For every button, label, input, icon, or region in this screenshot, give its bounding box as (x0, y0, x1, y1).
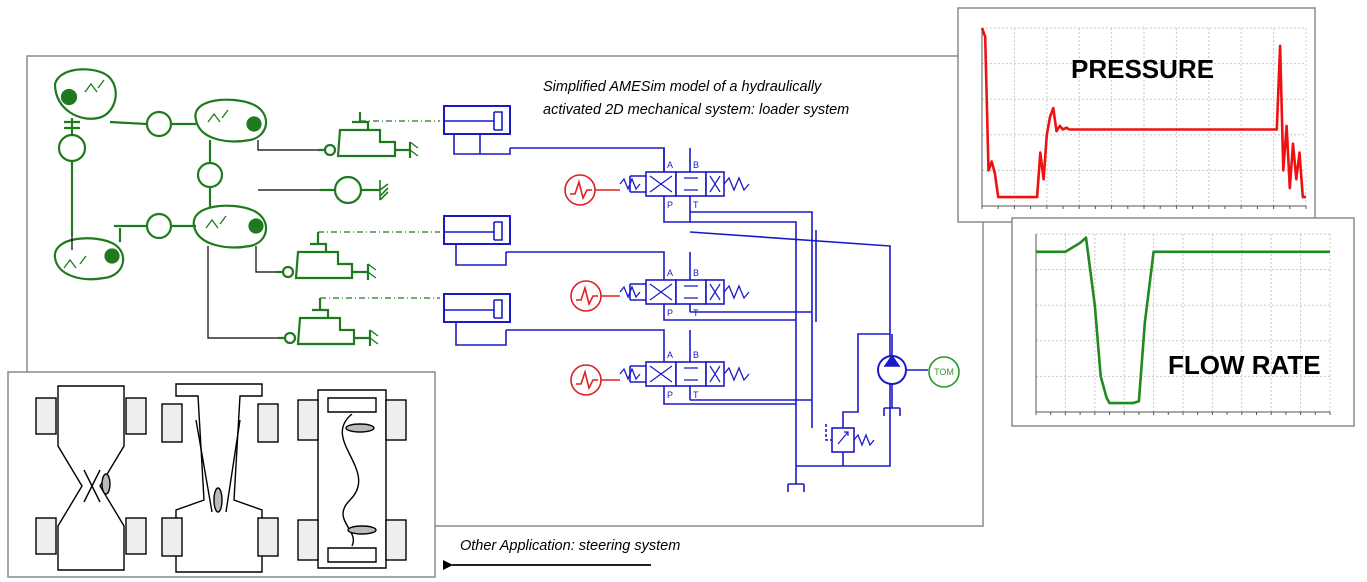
svg-text:B: B (693, 350, 699, 360)
steering-panel (7, 371, 436, 578)
svg-text:P: P (667, 200, 673, 210)
svg-text:B: B (693, 268, 699, 278)
svg-text:A: A (667, 350, 673, 360)
pressure-chart-title: PRESSURE (1071, 54, 1214, 84)
caption-line-2: activated 2D mechanical system: loader s… (543, 102, 849, 118)
mechanical-linkage (53, 68, 419, 346)
svg-text:TOM: TOM (934, 367, 954, 377)
flow-chart-title: FLOW RATE (1168, 350, 1321, 380)
svg-text:T: T (693, 200, 699, 210)
flow-rate-chart (1035, 233, 1331, 415)
svg-text:T: T (693, 390, 699, 400)
steering-vehicle-2 (161, 383, 279, 573)
signal-sources (564, 174, 620, 396)
svg-text:T: T (693, 308, 699, 318)
link-wires (71, 140, 320, 339)
steering-vehicle-1 (35, 385, 147, 571)
pressure-panel: PRESSURE (957, 7, 1316, 223)
flow-panel: FLOW RATE (1011, 217, 1355, 427)
pressure-chart (980, 27, 1307, 209)
steering-vehicle-3 (297, 389, 407, 569)
svg-text:P: P (667, 390, 673, 400)
bottom-caption: Other Application: steering system (460, 538, 680, 554)
svg-text:A: A (667, 268, 673, 278)
series-line (1036, 236, 1330, 405)
caption-line-1: Simplified AMESim model of a hydraulical… (543, 79, 822, 95)
svg-text:B: B (693, 160, 699, 170)
tom-motor: TOM (928, 356, 960, 388)
dashed-signal-lines (318, 112, 440, 299)
svg-text:A: A (667, 160, 673, 170)
valve-port-labels: A B P T A B P T A B P T (667, 160, 699, 400)
hydraulic-circuit (443, 105, 928, 492)
svg-text:P: P (667, 308, 673, 318)
series-line (980, 27, 1306, 199)
